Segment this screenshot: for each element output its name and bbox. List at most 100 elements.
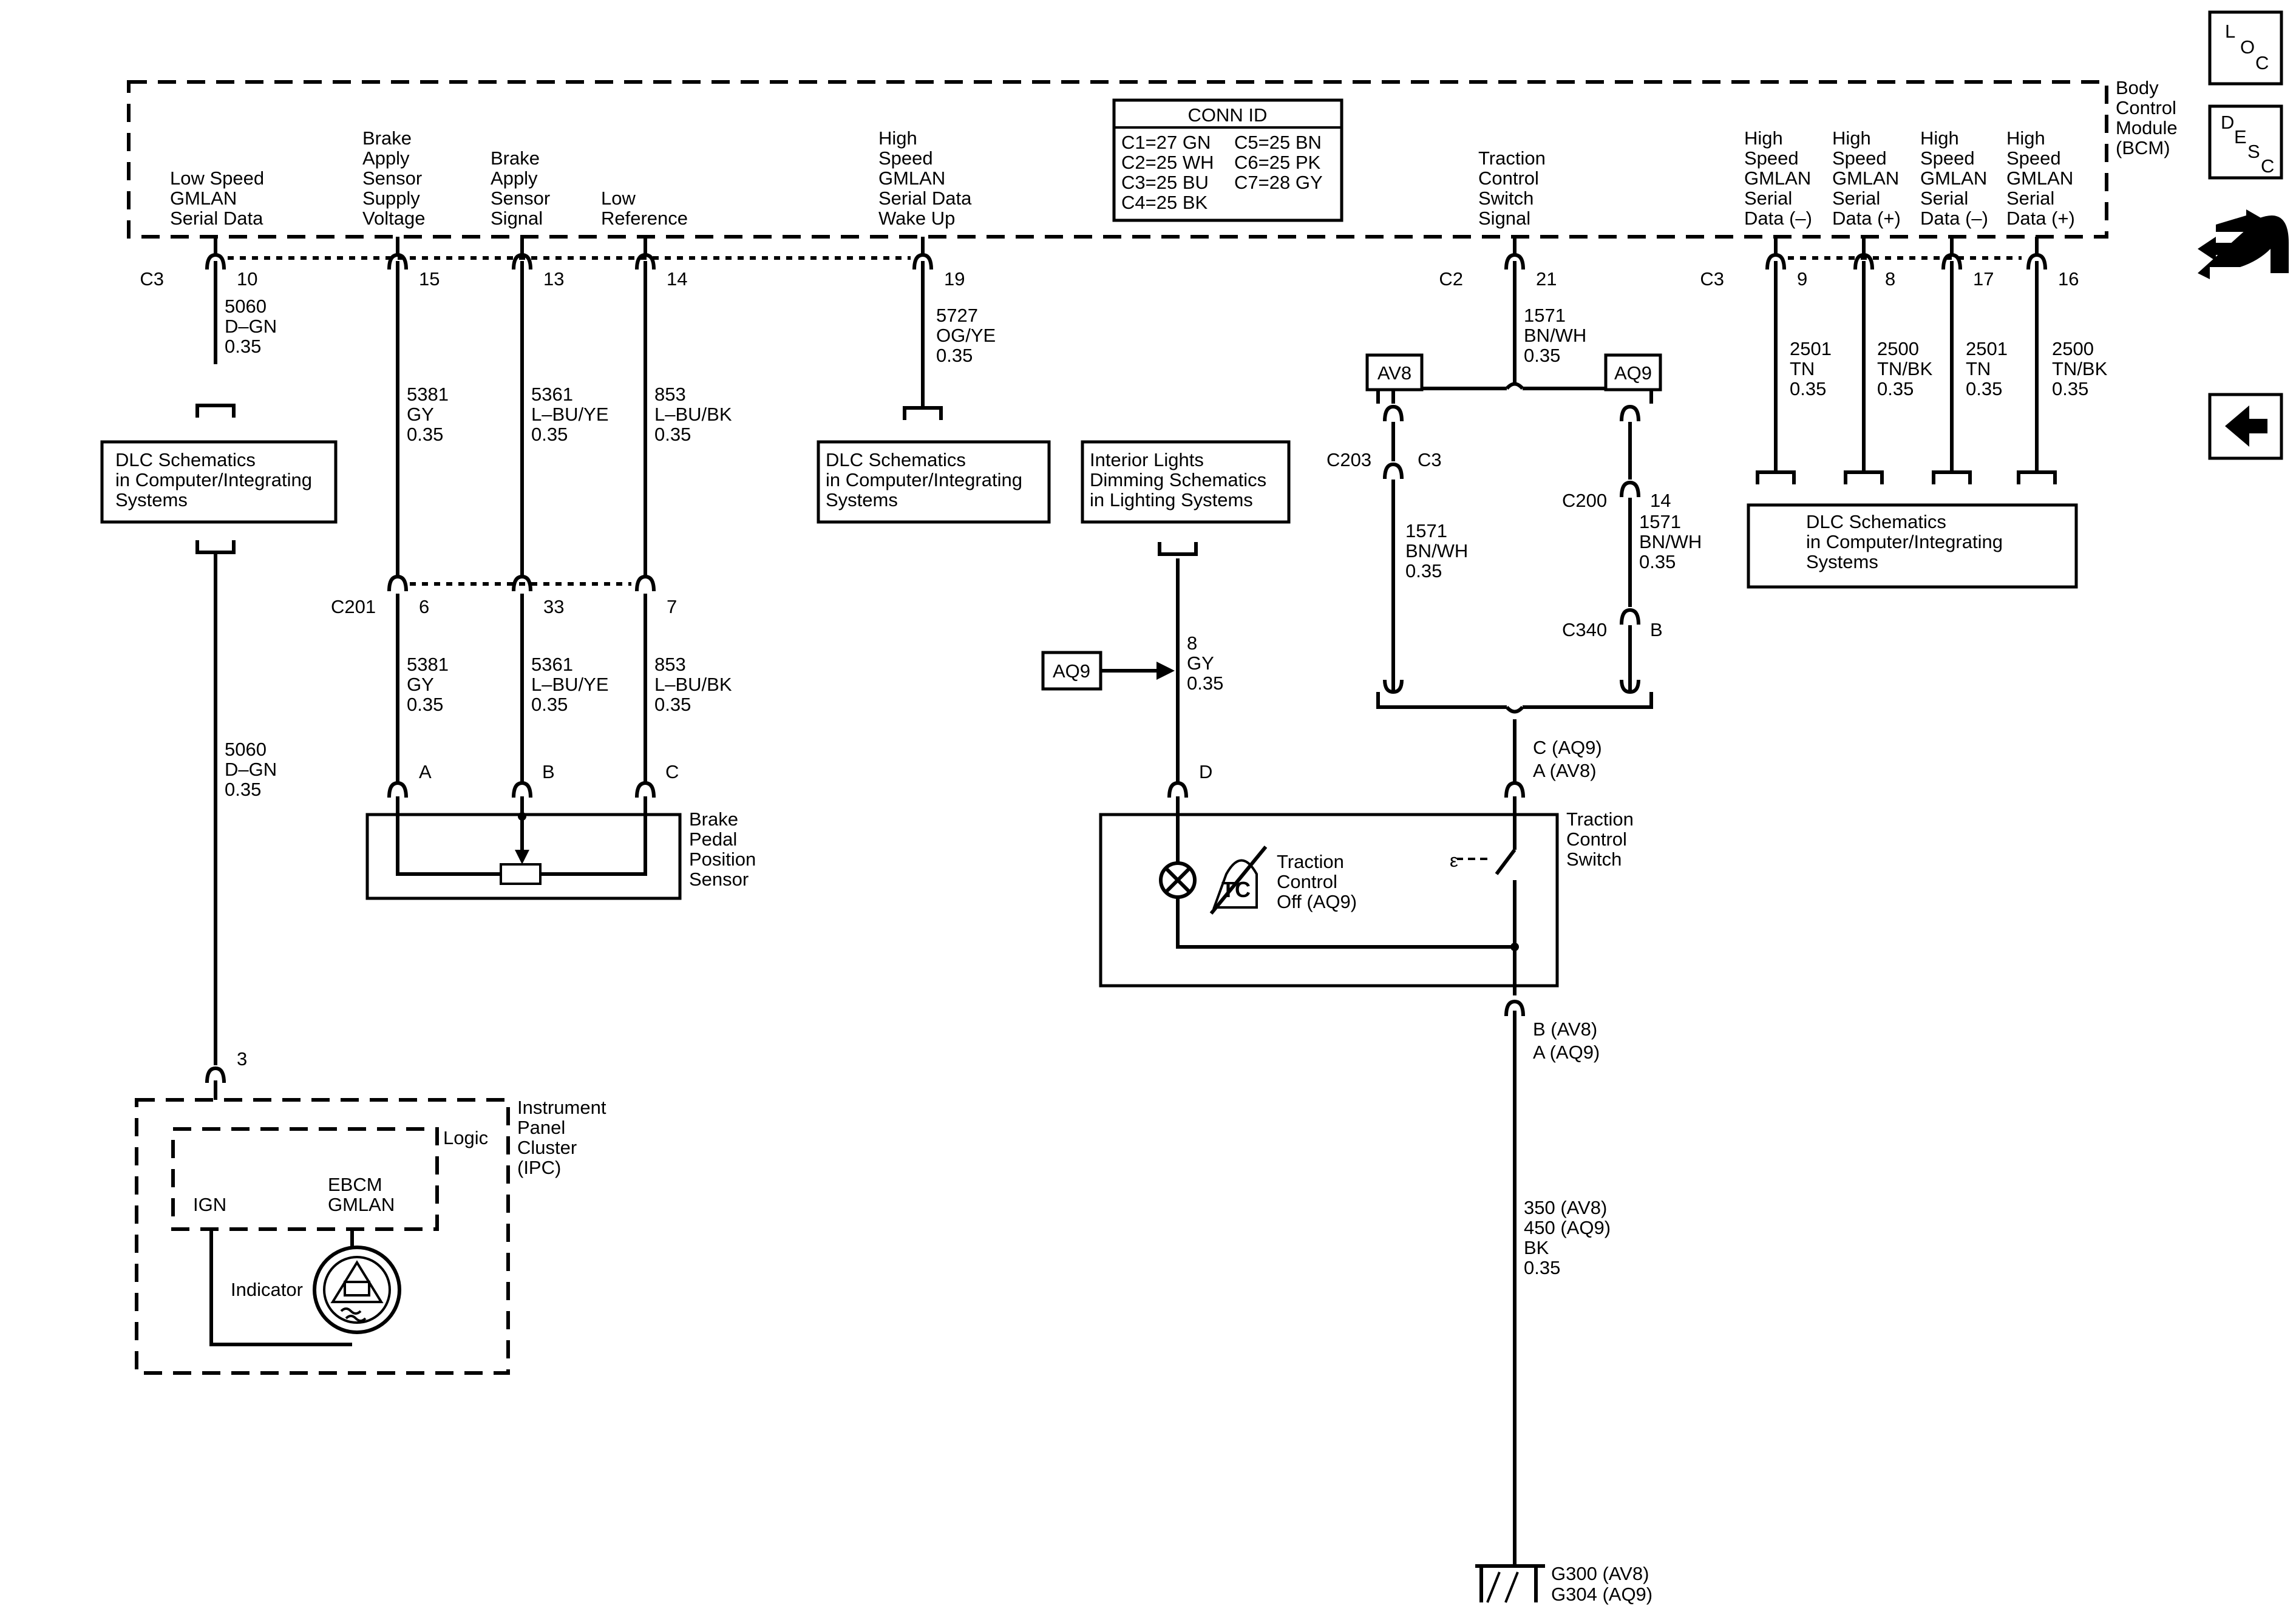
pin-name-line: Speed [1832,147,1887,169]
wire-label-line: L–BU/YE [531,404,609,425]
traction-off-icon: TC [1209,846,1268,915]
conn-id-entry: C2=25 WH [1121,152,1214,173]
pin-name-line: Brake [491,147,540,169]
bcm-label-line: Body [2116,77,2159,98]
svg-text:S: S [2247,141,2260,162]
pin-name-line: High [878,127,917,149]
connector-id: C3 [140,268,164,290]
connector-cup [1853,253,1874,270]
connector-cup [1504,999,1525,1017]
pin-name-line: Apply [362,147,410,169]
connector-label: 6 [419,596,429,617]
wire-label-line: GY [407,404,434,425]
connector-label: 3 [237,1048,247,1070]
wire-label-line: TN/BK [2052,358,2108,379]
wire-label-line: 2501 [1966,338,2008,359]
pin-number: 9 [1797,268,1807,290]
wire-label-line: D–GN [225,759,277,780]
bpps-label-line: Position [689,849,756,870]
conn-id-entry: C3=25 BU [1121,172,1209,193]
bcm-box [127,80,2108,239]
wire-label-line: 1571 [1639,511,1681,532]
bpps-label-line: Brake [689,808,738,830]
connector-cup [205,1066,226,1083]
pin-name-line: Data (–) [1920,208,1988,229]
interior-text-line: in Lighting Systems [1090,489,1253,510]
connector-label: B [1650,619,1663,640]
svg-text:E: E [2234,126,2247,147]
wire-label-line: 2500 [1877,338,1919,359]
tc-off-label-line: Off (AQ9) [1277,891,1357,912]
pin-name-line: Low [601,188,636,209]
connector-label: 33 [543,596,564,617]
wire-label-line: 0.35 [407,424,443,445]
wire-label-line: 0.35 [1187,673,1223,694]
interior-text-line: Dimming Schematics [1090,469,1266,490]
svg-text:AQ9: AQ9 [1614,362,1652,384]
connector-repair-icon[interactable] [2198,209,2289,279]
pin-name-line: Serial [1920,188,1968,209]
pin-number: 19 [944,268,965,290]
connector-label: B [542,761,555,782]
connector-cup [635,574,656,592]
wire-label-line: OG/YE [936,325,996,346]
wire-label-line: GY [407,674,434,695]
wire-label-line: 5060 [225,296,267,317]
pin-number: 21 [1536,268,1557,290]
wire-label-line: L–BU/BK [654,674,732,695]
pin-number: 17 [1973,268,1994,290]
connector-cup [635,253,656,270]
dlc-text-line: Systems [115,489,188,510]
wire-label-line: 0.35 [1966,378,2002,399]
option-aq9: AQ9 [1604,353,1662,392]
tcs-label-line: Traction [1566,808,1634,830]
pin-name-line: Serial [1744,188,1792,209]
wire-label-line: 0.35 [936,345,973,366]
pin-number: 16 [2058,268,2079,290]
connector-label: C3 [1418,449,1442,470]
svg-text:C: C [2261,155,2274,177]
pin-name-line: High [1832,127,1871,149]
wire-label-line: BN/WH [1639,531,1702,552]
option-aq9-arrow: AQ9 [1041,651,1102,691]
pin-name-line: Speed [1920,147,1975,169]
connector-cup [912,253,933,270]
svg-text:AQ9: AQ9 [1053,660,1090,682]
description-button[interactable]: D E S C [2208,104,2283,180]
pin-name-line: Serial [2006,188,2054,209]
conn-id-title: CONN ID [1188,104,1268,126]
back-arrow-button[interactable] [2208,393,2283,460]
bcm-label-line: Module [2116,117,2178,138]
tcs-label-line: Switch [1566,849,1622,870]
connector-cup [2026,253,2047,270]
connector-label: A (AV8) [1533,760,1597,781]
pin-number: 15 [419,268,440,290]
pin-name-line: Brake [362,127,412,149]
connector-label: C200 [1562,490,1607,511]
indicator-label: Indicator [231,1279,303,1300]
pin-name-line: GMLAN [1832,168,1899,189]
pin-name-line: Traction [1478,147,1546,169]
wire-label-line: 2501 [1790,338,1832,359]
wire-label-line: 350 (AV8) [1524,1197,1607,1218]
svg-text:ε: ε [1450,850,1458,871]
wire-label-line: 0.35 [1524,345,1560,366]
wire-label-line: TN/BK [1877,358,1933,379]
connector-cup [1383,462,1404,480]
pin-name-line: Serial [1832,188,1880,209]
location-button[interactable]: L O C [2208,10,2283,86]
pin-name-line: Data (–) [1744,208,1812,229]
wire-label-line: D–GN [225,316,277,337]
pin-name-line: Speed [878,147,933,169]
pin-name-line: Serial Data [170,208,263,229]
svg-text:D: D [2221,112,2234,133]
connector-cup [387,253,408,270]
conn-id-entry: C6=25 PK [1234,152,1321,173]
wire-label-line: 5381 [407,384,449,405]
dlc-text-line: in Computer/Integrating [1806,531,2003,552]
